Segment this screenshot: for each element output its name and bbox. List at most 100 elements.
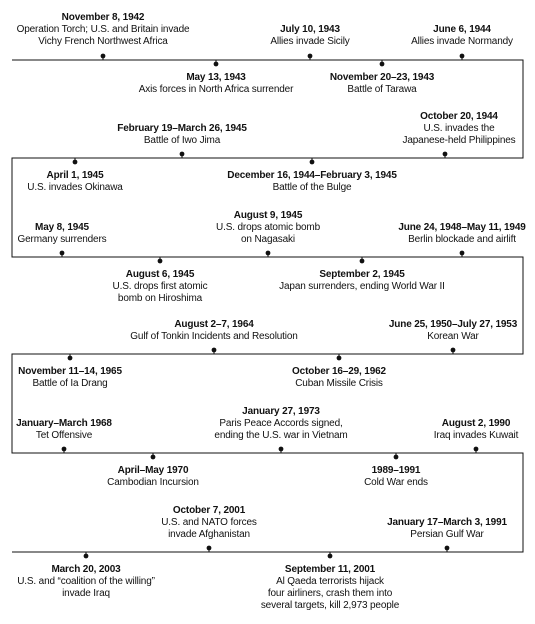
event-description: Cuban Missile Crisis (295, 378, 383, 389)
event-description: Operation Torch; U.S. and Britain invade (16, 24, 190, 35)
event-description: U.S. invades the (423, 123, 495, 134)
event-date: August 9, 1945 (233, 210, 303, 221)
event-dot (150, 454, 156, 460)
event-date: November 20–23, 1943 (329, 72, 435, 83)
event-date: September 2, 1945 (319, 269, 405, 280)
event-date: April–May 1970 (117, 465, 189, 476)
event-description: Paris Peace Accords signed, (219, 418, 343, 429)
event-description: Cold War ends (364, 477, 428, 488)
event-description: on Nagasaki (241, 234, 295, 245)
event-description: Allies invade Normandy (411, 36, 513, 47)
event-description: Berlin blockade and airlift (408, 234, 516, 245)
event-date: May 13, 1943 (186, 72, 246, 83)
event-description: Battle of Tarawa (347, 84, 417, 95)
event-description: Battle of Ia Drang (32, 378, 108, 389)
event-description: U.S. invades Okinawa (27, 182, 123, 193)
event-description: Gulf of Tonkin Incidents and Resolution (130, 331, 298, 342)
event-dot (459, 250, 465, 256)
event-dot (359, 258, 365, 264)
event-dot (59, 250, 65, 256)
event-dot (157, 258, 163, 264)
event-description: Germany surrenders (17, 234, 107, 245)
event-dot (309, 159, 315, 165)
event-dot (450, 347, 456, 353)
event-date: January–March 1968 (16, 418, 112, 429)
event-date: 1989–1991 (371, 465, 421, 476)
event-dot (336, 355, 342, 361)
event-dot (72, 159, 78, 165)
event-date: July 10, 1943 (280, 24, 340, 35)
event-dot (278, 446, 284, 452)
event-dot (307, 53, 313, 59)
event-description: Japanese-held Philippines (402, 135, 516, 146)
event-dot (327, 553, 333, 559)
event-description: Battle of the Bulge (272, 182, 352, 193)
event-description: U.S. drops atomic bomb (216, 222, 320, 233)
event-dot (379, 61, 385, 67)
event-dot (393, 454, 399, 460)
event-dot (444, 545, 450, 551)
event-dot (100, 53, 106, 59)
event-date: January 17–March 3, 1991 (387, 517, 507, 528)
event-description: U.S. and NATO forces (161, 517, 257, 528)
event-dot (459, 53, 465, 59)
timeline-line (11, 59, 524, 553)
event-dot (442, 151, 448, 157)
event-date: November 8, 1942 (61, 12, 145, 23)
event-dot (179, 151, 185, 157)
event-description: invade Iraq (62, 588, 110, 599)
event-date: September 11, 2001 (284, 564, 376, 575)
event-description: U.S. and “coalition of the willing” (17, 576, 155, 587)
event-dot (206, 545, 212, 551)
event-dot (473, 446, 479, 452)
event-date: May 8, 1945 (35, 222, 89, 233)
event-description: Japan surrenders, ending World War II (279, 281, 445, 292)
event-description: Axis forces in North Africa surrender (138, 84, 294, 95)
event-dot (213, 61, 219, 67)
event-description: Korean War (427, 331, 479, 342)
event-description: Vichy French Northwest Africa (38, 36, 168, 47)
event-description: ending the U.S. war in Vietnam (214, 430, 348, 441)
event-description: invade Afghanistan (168, 529, 250, 540)
event-dot (83, 553, 89, 559)
event-date: January 27, 1973 (242, 406, 320, 417)
event-description: Battle of Iwo Jima (143, 135, 221, 146)
event-date: March 20, 2003 (51, 564, 121, 575)
event-date: November 11–14, 1965 (18, 366, 122, 377)
event-date: October 20, 1944 (420, 111, 498, 122)
event-dot (211, 347, 217, 353)
event-description: Iraq invades Kuwait (433, 430, 519, 441)
event-date: December 16, 1944–February 3, 1945 (227, 170, 397, 181)
event-date: October 7, 2001 (172, 505, 246, 516)
event-date: June 24, 1948–May 11, 1949 (398, 222, 526, 233)
event-date: June 25, 1950–July 27, 1953 (388, 319, 518, 330)
event-dot (265, 250, 271, 256)
event-date: August 6, 1945 (125, 269, 195, 280)
event-date: October 16–29, 1962 (292, 366, 386, 377)
event-description: Al Qaeda terrorists hijack (276, 576, 384, 587)
event-description: several targets, kill 2,973 people (260, 600, 400, 611)
